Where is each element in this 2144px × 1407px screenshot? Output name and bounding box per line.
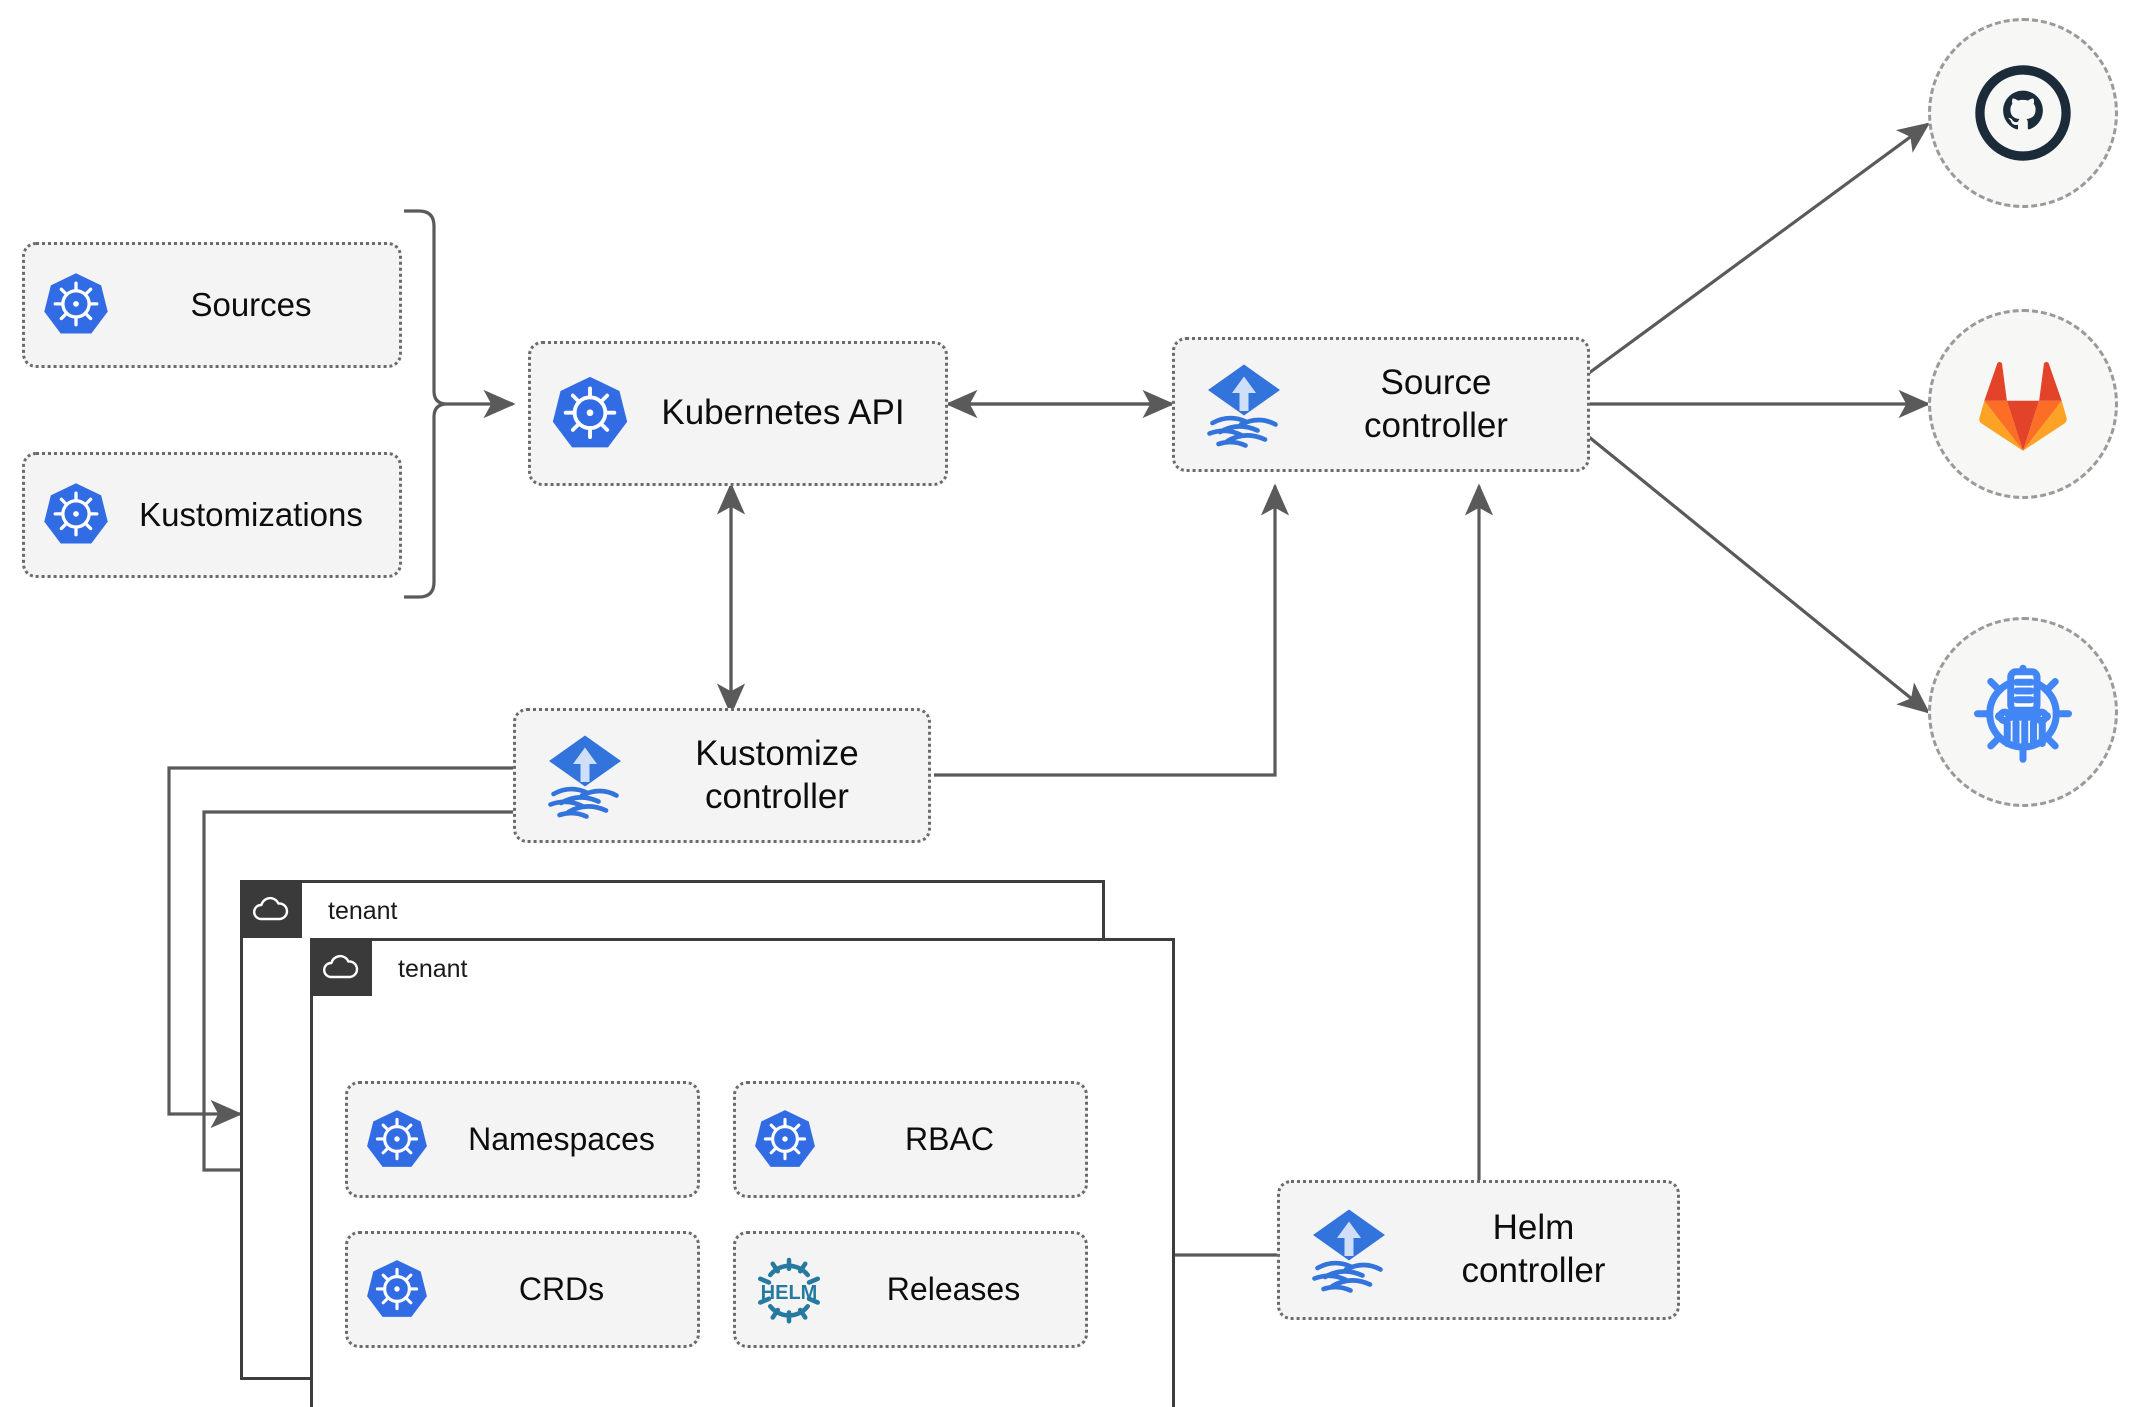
kubernetes-icon — [545, 373, 635, 455]
tenant-item-crds[interactable]: CRDs — [345, 1231, 700, 1348]
kubernetes-icon — [37, 480, 115, 550]
svg-text:HELM: HELM — [761, 1281, 818, 1303]
bucket-icon — [1974, 664, 2072, 763]
kubernetes-icon — [358, 1257, 436, 1323]
cloud-icon — [310, 938, 372, 996]
gitlab-icon — [1979, 361, 2067, 451]
tenant-item-label-crds: CRDs — [518, 1270, 605, 1307]
tenant-item-label-rbac: RBAC — [905, 1120, 994, 1157]
controller-label-kubernetes-api: Kubernetes API — [661, 393, 905, 433]
tenant-item-rbac[interactable]: RBAC — [733, 1081, 1088, 1198]
provider-circle-gitlab[interactable] — [1928, 309, 2118, 499]
tenant-item-label-releases: Releases — [886, 1270, 1021, 1307]
flux-icon — [1189, 357, 1299, 453]
flux-icon — [1294, 1202, 1404, 1298]
tenant-container-inner[interactable]: tenant Namespaces — [310, 938, 1175, 1407]
kubernetes-icon — [358, 1107, 436, 1173]
cloud-icon — [240, 880, 302, 938]
controller-box-helm-controller[interactable]: Helm controller — [1277, 1180, 1680, 1320]
tenant-label-outer: tenant — [328, 897, 398, 925]
controller-label-source-controller: Source controller — [1364, 362, 1508, 445]
provider-circle-github[interactable] — [1928, 18, 2118, 208]
resource-label-kustomizations: Kustomizations — [139, 495, 363, 533]
helm-icon: HELM — [746, 1250, 832, 1330]
controller-label-kustomize-controller: Kustomize controller — [695, 733, 859, 816]
controller-box-kubernetes-api[interactable]: Kubernetes API — [528, 341, 948, 486]
flux-icon — [530, 728, 640, 824]
controller-label-helm-controller: Helm controller — [1461, 1208, 1606, 1290]
controller-box-kustomize-controller[interactable]: Kustomize controller — [513, 708, 931, 843]
provider-circle-bucket[interactable] — [1928, 617, 2118, 807]
github-icon — [1975, 65, 2071, 161]
resource-box-sources[interactable]: Sources — [22, 242, 402, 368]
controller-box-source-controller[interactable]: Source controller — [1172, 337, 1590, 472]
tenant-item-label-namespaces: Namespaces — [468, 1120, 655, 1157]
resource-label-sources: Sources — [190, 285, 312, 323]
kubernetes-icon — [37, 270, 115, 340]
kubernetes-icon — [746, 1107, 824, 1173]
tenant-item-namespaces[interactable]: Namespaces — [345, 1081, 700, 1198]
tenant-label-inner: tenant — [398, 955, 468, 983]
edge-source-to-github — [1588, 122, 1931, 375]
edge-kustomize-to-source — [934, 483, 1290, 777]
group-bracket — [404, 209, 448, 599]
tenant-item-releases[interactable]: HELM Releases — [733, 1231, 1088, 1348]
edge-source-to-bucket — [1587, 435, 1930, 714]
resource-box-kustomizations[interactable]: Kustomizations — [22, 452, 402, 578]
